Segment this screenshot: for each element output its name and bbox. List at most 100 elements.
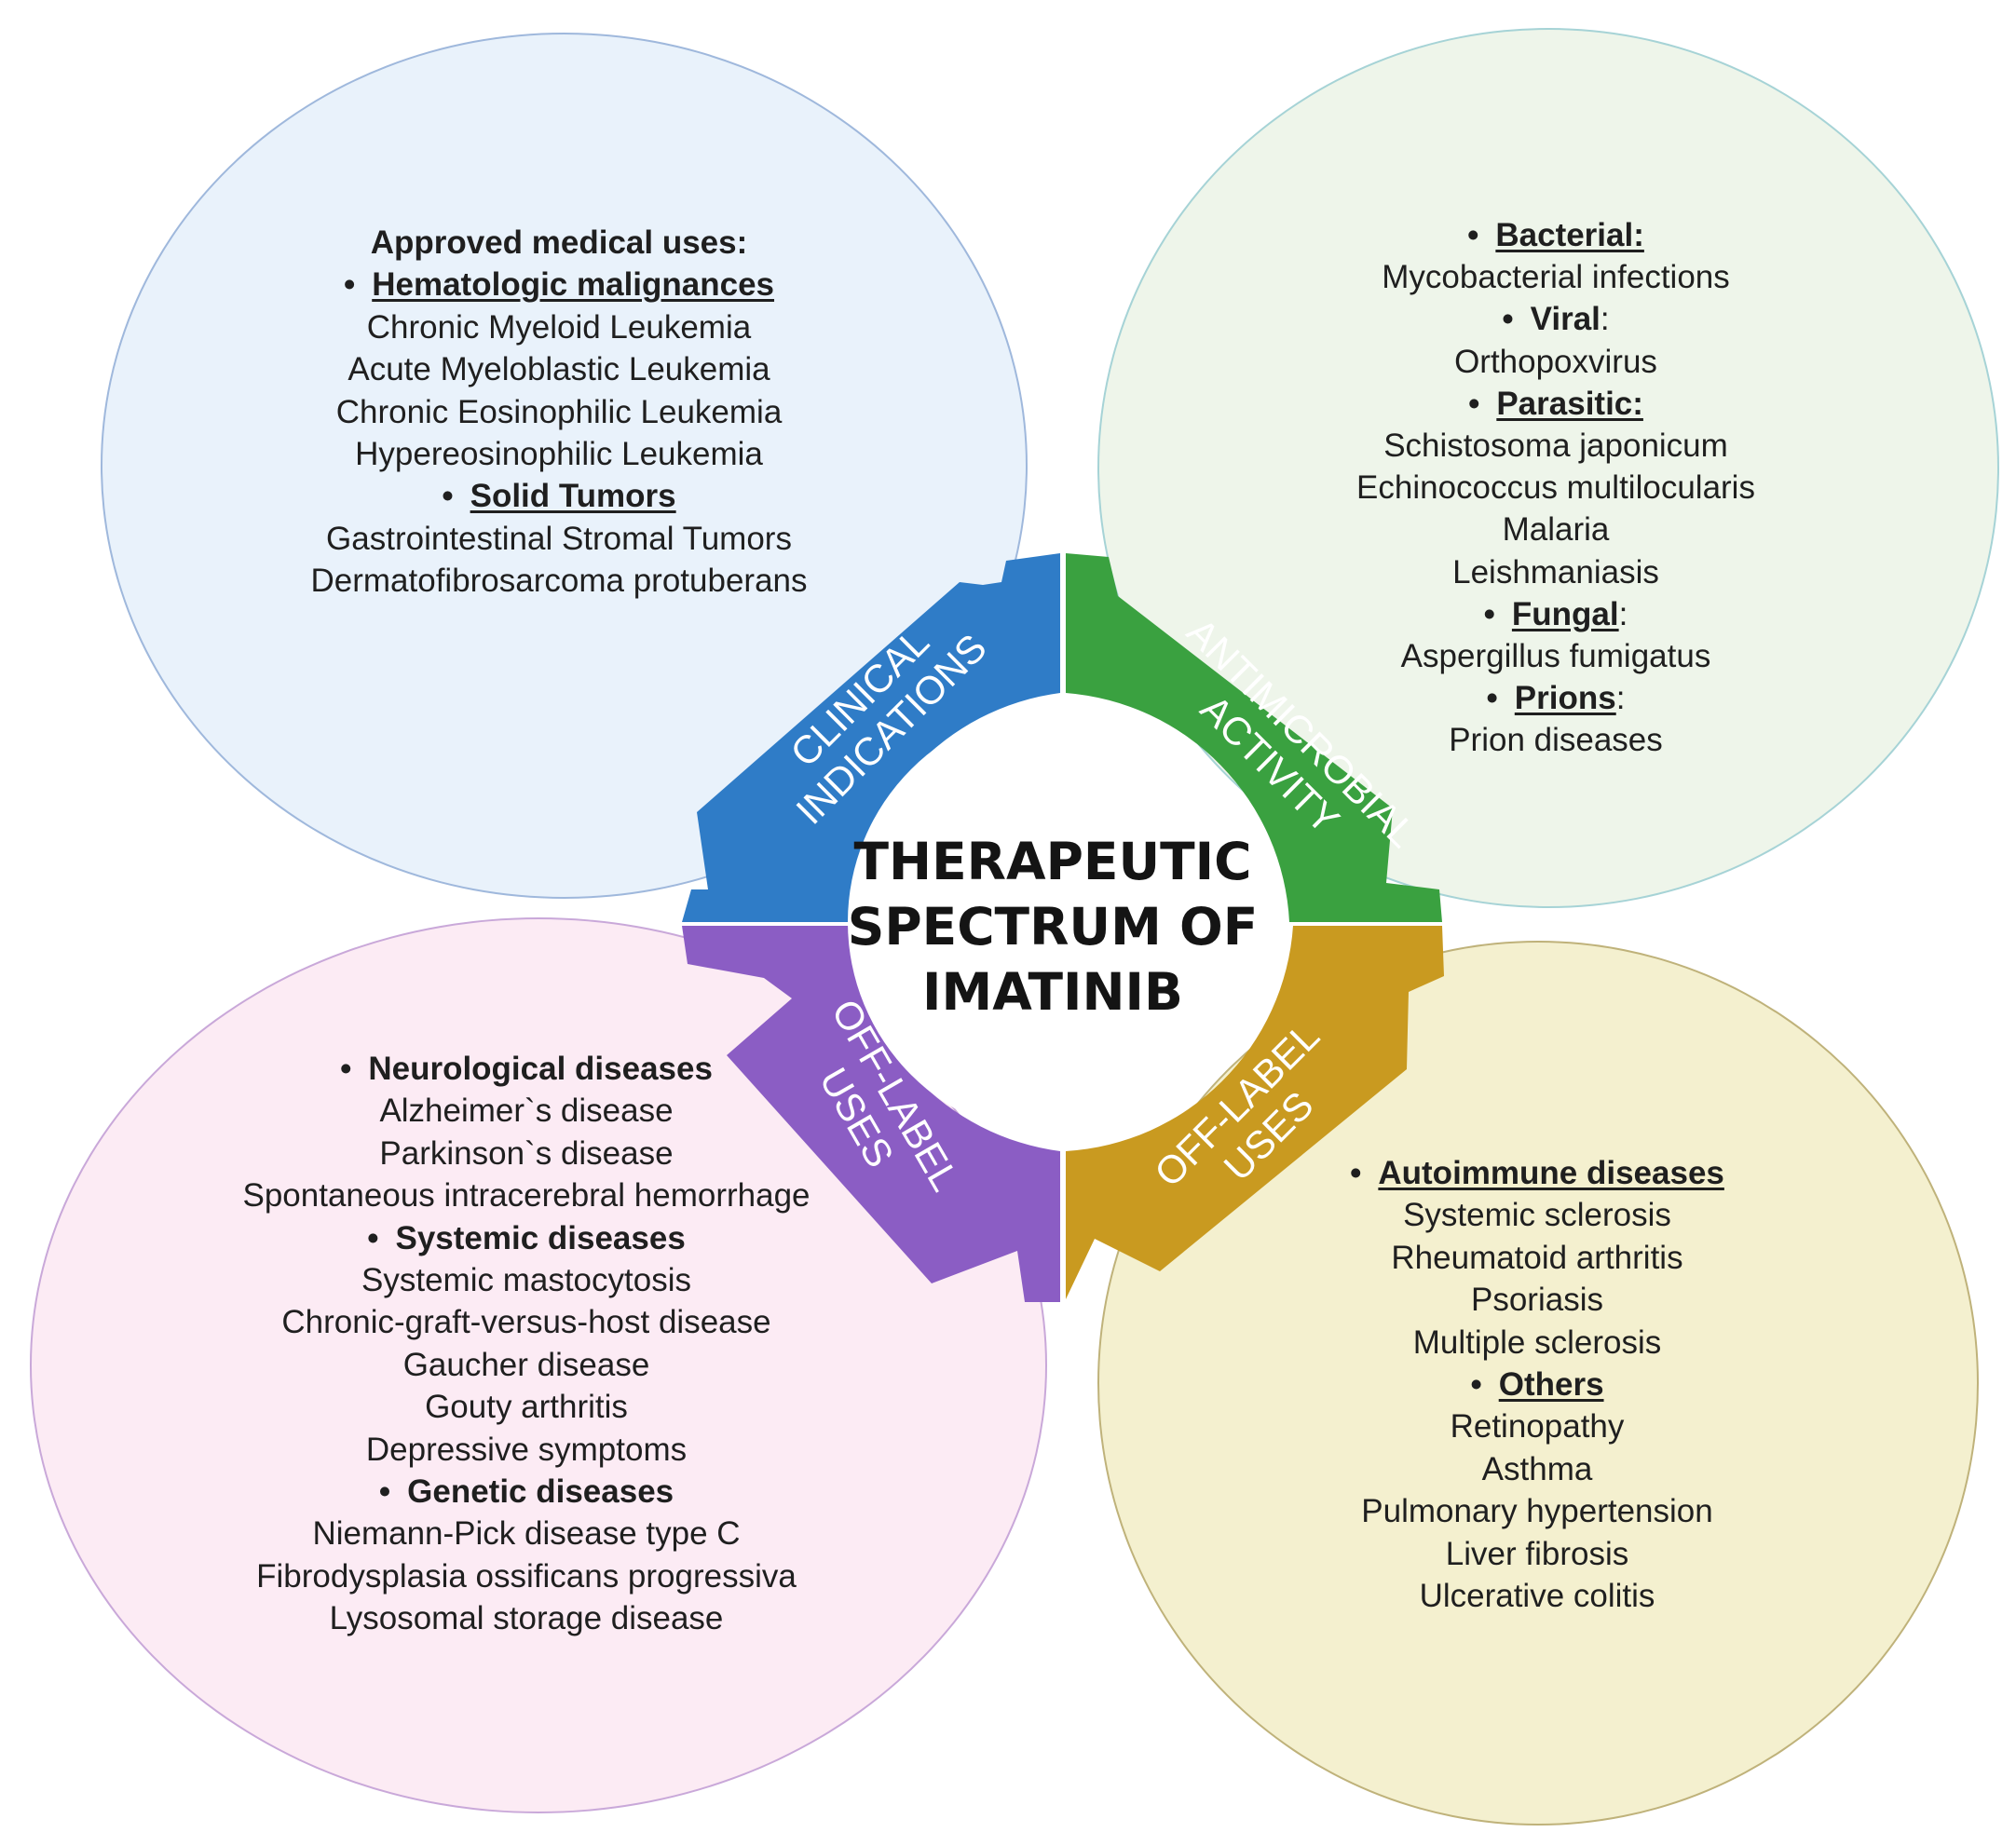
list-item-text: Parasitic: [1496,385,1643,422]
list-item-text: Dermatofibrosarcoma protuberans [310,563,808,600]
list-item: Chronic Eosinophilic Leukemia [214,391,904,433]
list-item: Alzheimer`s disease [186,1090,866,1132]
list-item-text: Hematologic malignances [372,266,775,304]
list-item-text: Retinopathy [1450,1408,1625,1446]
list-item: Orthopoxvirus [1286,341,1826,383]
section-heading: Approved medical uses: [214,222,904,264]
list-item-text: Multiple sclerosis [1412,1323,1662,1361]
list-item-text: Gouty arthritis [425,1389,628,1426]
list-item: Malaria [1286,509,1826,550]
list-item-text: Bacterial: [1495,217,1644,253]
list-item-text: Malaria [1502,511,1610,549]
list-item: Rheumatoid arthritis [1295,1237,1779,1279]
list-item: Acute Myeloblastic Leukemia [214,348,904,390]
list-item-text: Depressive symptoms [365,1431,688,1468]
category-bullet: Hematologic malignances [214,264,904,305]
category-bullet: Neurological diseases [186,1048,866,1090]
category-bullet: Genetic diseases [186,1471,866,1513]
list-item: Chronic Myeloid Leukemia [214,306,904,348]
list-item-text: Chronic Myeloid Leukemia [366,308,752,346]
list-item-text: Lysosomal storage disease [329,1600,724,1637]
list-item: Liver fibrosis [1295,1533,1779,1575]
list-item: Psoriasis [1295,1279,1779,1321]
clinical-indications-list: Approved medical uses: Hematologic malign… [214,222,904,603]
list-item-text: Autoimmune diseases [1378,1155,1724,1191]
list-item-text: Mycobacterial infections [1382,259,1730,296]
list-item-text: Prions [1514,680,1616,717]
list-item: Aspergillus fumigatus [1286,635,1826,677]
list-item-text: Ulcerative colitis [1419,1578,1655,1615]
list-item-text: Approved medical uses: [370,224,748,261]
category-bullet: Prions: [1286,677,1826,719]
list-item: Gouty arthritis [186,1386,866,1428]
list-item-text: Genetic diseases [407,1473,674,1511]
list-item: Lysosomal storage disease [186,1597,866,1639]
center-title: THERAPEUTIC SPECTRUM OF IMATINIB [829,829,1276,1025]
list-item-text: Acute Myeloblastic Leukemia [347,351,770,388]
list-item-text: Aspergillus fumigatus [1400,638,1711,675]
list-item-text: Asthma [1481,1450,1593,1487]
category-bullet: Bacterial: [1286,214,1826,256]
list-item-text: Spontaneous intracerebral hemorrhage [242,1177,810,1215]
list-item-text: Liver fibrosis [1445,1535,1629,1572]
list-item-text: Prion diseases [1449,722,1663,759]
list-item-text: Gastrointestinal Stromal Tumors [326,520,792,557]
offlabel-left-tab [682,926,1060,1302]
list-item: Multiple sclerosis [1295,1322,1779,1364]
list-item: Gaucher disease [186,1344,866,1386]
category-bullet: Fungal: [1286,593,1826,635]
list-item: Retinopathy [1295,1405,1779,1447]
list-item-text: Alzheimer`s disease [379,1093,674,1130]
list-item: Spontaneous intracerebral hemorrhage [186,1174,866,1216]
list-item-text: Leishmaniasis [1452,553,1659,590]
list-item-text: Rheumatoid arthritis [1391,1239,1683,1276]
category-bullet: Systemic diseases [186,1217,866,1259]
list-item-text: Fungal [1511,595,1619,632]
clinical-indications-tab [682,553,1060,922]
list-item-suffix: : [1618,595,1628,632]
list-item: Gastrointestinal Stromal Tumors [214,518,904,560]
list-item-text: Psoriasis [1471,1282,1603,1319]
offlabel-right-tab [1066,926,1444,1299]
list-item-text: Chronic-graft-versus-host disease [281,1304,771,1341]
list-item-text: Hypereosinophilic Leukemia [355,436,763,473]
list-item: Dermatofibrosarcoma protuberans [214,560,904,602]
list-item-text: Systemic diseases [395,1219,686,1256]
list-item: Parkinson`s disease [186,1133,866,1174]
category-bullet: Parasitic: [1286,383,1826,425]
list-item-text: Niemann-Pick disease type C [312,1515,741,1553]
list-item-text: Gaucher disease [402,1346,650,1383]
list-item: Mycobacterial infections [1286,256,1826,298]
list-item-text: Others [1498,1366,1604,1404]
antimicrobial-activity-list: Bacterial: Mycobacterial infectionsViral:… [1286,214,1826,762]
list-item: Asthma [1295,1448,1779,1490]
list-item: Systemic sclerosis [1295,1194,1779,1236]
center-title-line: THERAPEUTIC [853,832,1252,891]
category-bullet: Others [1295,1364,1779,1405]
category-bullet: Solid Tumors [214,475,904,517]
center-title-line: IMATINIB [922,962,1183,1022]
list-item-text: Fibrodysplasia ossificans progressiva [256,1557,797,1595]
list-item-text: Viral [1530,301,1601,338]
list-item: Niemann-Pick disease type C [186,1513,866,1554]
list-item: Prion diseases [1286,719,1826,761]
list-item-suffix: : [1600,301,1610,338]
list-item-text: Solid Tumors [470,478,676,515]
list-item: Ulcerative colitis [1295,1575,1779,1617]
list-item-text: Pulmonary hypertension [1361,1493,1713,1530]
list-item-text: Orthopoxvirus [1454,343,1657,380]
list-item: Systemic mastocytosis [186,1259,866,1301]
list-item: Fibrodysplasia ossificans progressiva [186,1555,866,1597]
central-hub-circle [848,706,1280,1138]
list-item: Leishmaniasis [1286,551,1826,593]
list-item: Chronic-graft-versus-host disease [186,1301,866,1343]
list-item-text: Parkinson`s disease [379,1134,674,1172]
list-item: Hypereosinophilic Leukemia [214,433,904,475]
category-bullet: Autoimmune diseases [1295,1152,1779,1194]
list-item: Echinococcus multilocularis [1286,467,1826,509]
list-item-suffix: : [1615,680,1626,717]
